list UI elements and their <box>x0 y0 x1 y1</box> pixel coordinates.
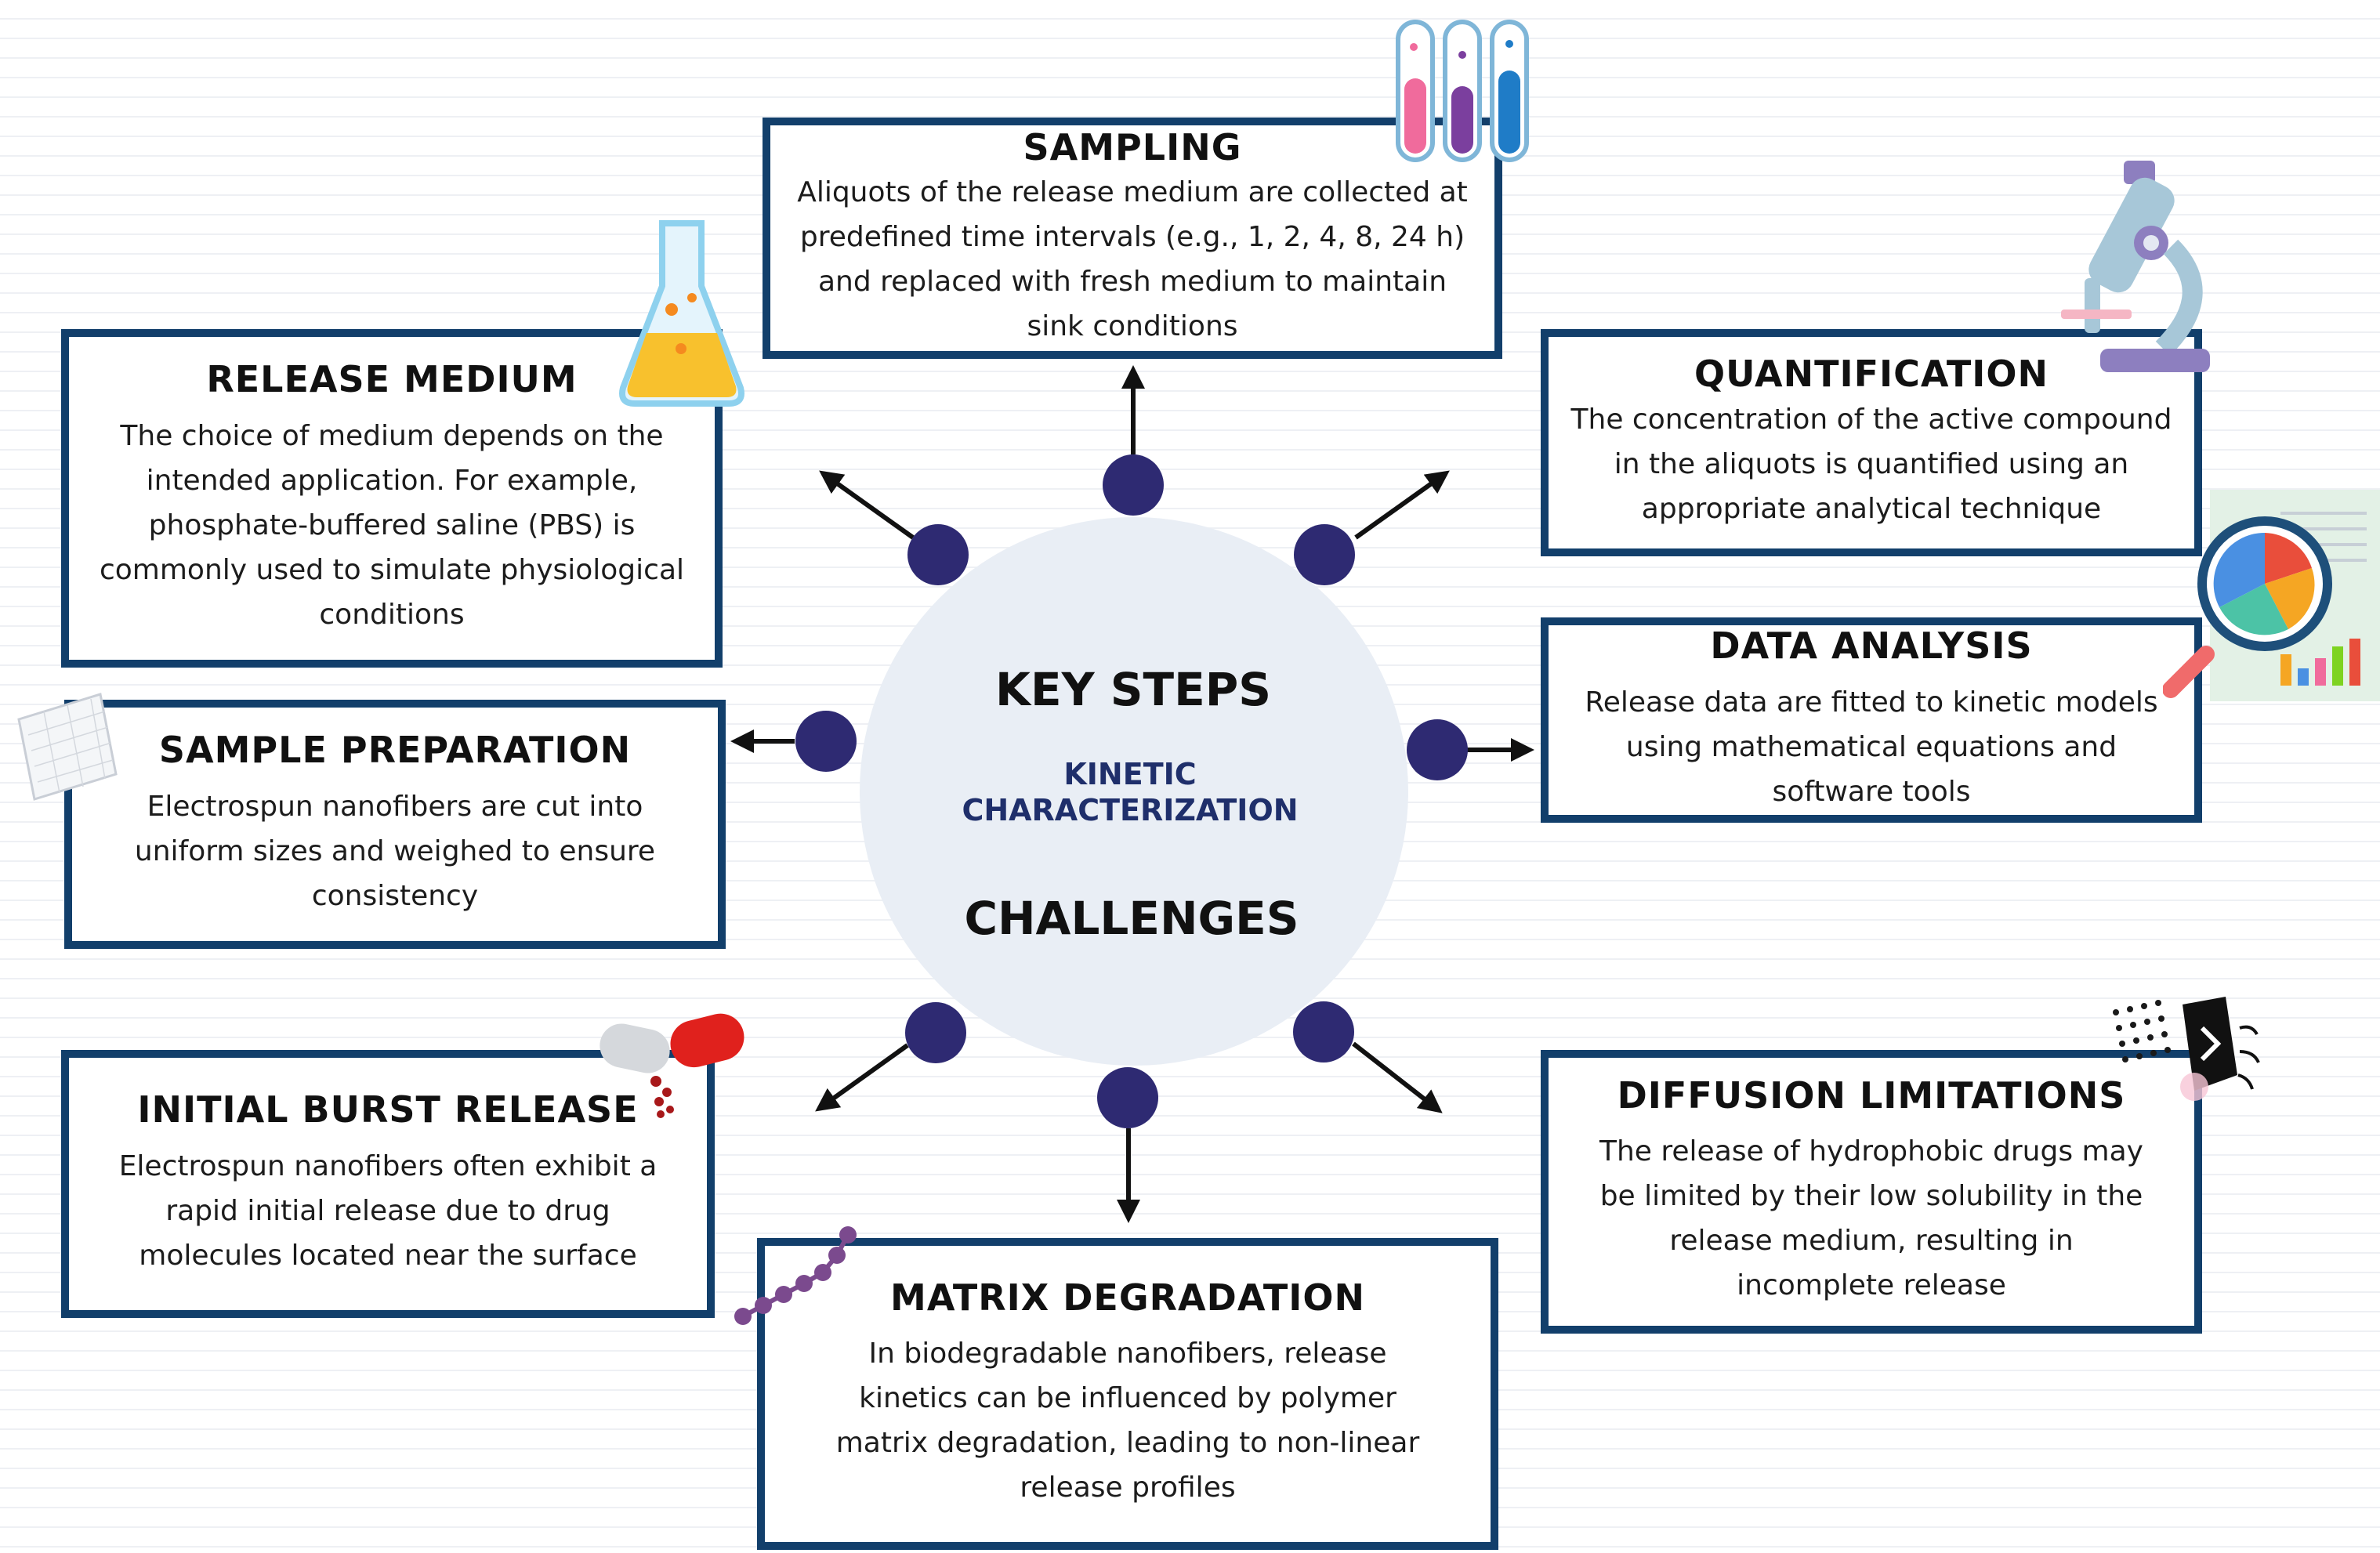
box-sample-preparation-text: Electrospun nanofibers are cut into unif… <box>134 790 656 912</box>
box-sampling-title: SAMPLING <box>1023 125 1242 168</box>
box-diffusion: DIFFUSION LIMITATIONS The release of hyd… <box>1541 1050 2202 1334</box>
box-sample-preparation: SAMPLE PREPARATION Electrospun nanofiber… <box>64 700 726 949</box>
arrow-release-medium <box>819 470 915 540</box>
box-matrix-title: MATRIX DEGRADATION <box>890 1276 1365 1319</box>
dot-diffusion <box>1293 1001 1354 1062</box>
dot-data-analysis <box>1407 719 1468 780</box>
dot-initial-burst <box>905 1002 966 1063</box>
box-diffusion-text: The release of hydrophobic drugs may be … <box>1599 1135 2143 1302</box>
flask-icon <box>619 220 744 407</box>
box-sampling-text: Aliquots of the release medium are colle… <box>797 176 1468 343</box>
microscope-icon <box>2061 161 2210 372</box>
arrow-quantification <box>1354 470 1450 540</box>
dot-release-medium <box>907 524 969 585</box>
capsule-icon <box>600 1013 744 1118</box>
center-hub <box>860 517 1408 1066</box>
polymer-chain-icon <box>734 1226 857 1325</box>
diffusion-icon <box>2113 997 2260 1101</box>
box-matrix-text: In biodegradable nanofibers, release kin… <box>835 1338 1420 1504</box>
box-quantification-title: QUANTIFICATION <box>1694 353 2049 396</box>
box-quantification-text: The concentration of the active compound… <box>1570 403 2172 525</box>
box-matrix: MATRIX DEGRADATION In biodegradable nano… <box>757 1238 1498 1550</box>
challenges-label: CHALLENGES <box>964 892 1299 945</box>
key-steps-label: KEY STEPS <box>995 663 1271 716</box>
box-sample-preparation-title: SAMPLE PREPARATION <box>158 729 632 772</box>
box-sampling: SAMPLING Aliquots of the release medium … <box>763 118 1502 359</box>
arrow-diffusion <box>1352 1041 1443 1113</box>
test-tubes-icon <box>1396 20 1529 162</box>
characterization-label: CHARACTERIZATION <box>962 793 1299 827</box>
box-initial-burst-text: Electrospun nanofibers often exhibit a r… <box>118 1149 657 1272</box>
box-diffusion-title: DIFFUSION LIMITATIONS <box>1617 1073 2126 1117</box>
box-data-analysis: DATA ANALYSIS Release data are fitted to… <box>1541 617 2202 823</box>
magnifier-chart-icon <box>2163 490 2380 701</box>
box-data-analysis-text: Release data are fitted to kinetic model… <box>1585 686 2158 808</box>
box-data-analysis-title: DATA ANALYSIS <box>1710 624 2033 668</box>
arrow-initial-burst <box>815 1043 909 1112</box>
box-release-medium: RELEASE MEDIUM The choice of medium depe… <box>61 329 723 668</box>
box-initial-burst-title: INITIAL BURST RELEASE <box>137 1088 639 1131</box>
dot-matrix <box>1097 1067 1158 1128</box>
dot-sampling <box>1103 454 1164 516</box>
dot-sample-preparation <box>795 711 857 772</box>
box-quantification: QUANTIFICATION The concentration of the … <box>1541 329 2202 556</box>
dot-quantification <box>1294 524 1355 585</box>
mesh-sheet-icon <box>17 693 118 801</box>
box-release-medium-title: RELEASE MEDIUM <box>206 358 578 401</box>
kinetic-label: KINETIC <box>1063 757 1197 791</box>
box-release-medium-text: The choice of medium depends on the inte… <box>99 419 685 631</box>
box-initial-burst: INITIAL BURST RELEASE Electrospun nanofi… <box>61 1050 715 1318</box>
